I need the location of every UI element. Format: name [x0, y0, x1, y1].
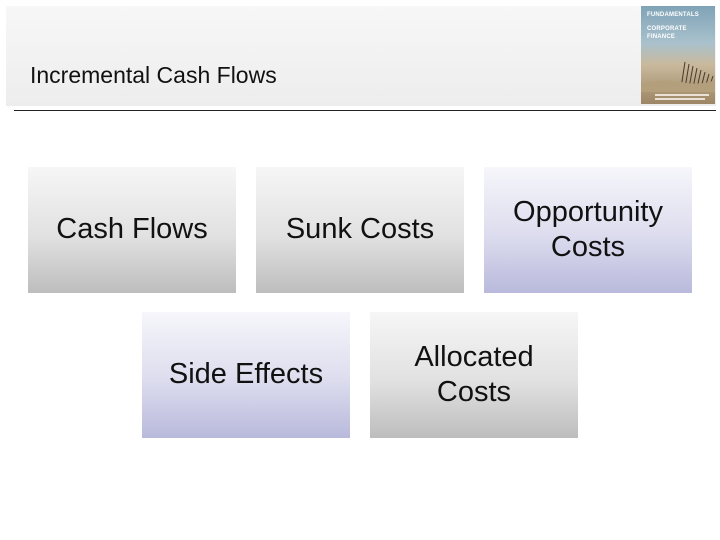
box-cash-flows: Cash Flows [28, 167, 236, 293]
title-divider [14, 110, 716, 111]
title-band [6, 6, 716, 106]
slide-title: Incremental Cash Flows [30, 62, 277, 88]
box-label: Allocated Costs [414, 340, 534, 408]
box-side-effects: Side Effects [142, 312, 350, 438]
box-sunk-costs: Sunk Costs [256, 167, 464, 293]
book-cover-author-line [655, 94, 709, 96]
beach-fence-illustration [641, 61, 715, 92]
book-cover-title-line1: FUNDAMENTALS [647, 12, 699, 18]
box-label: Cash Flows [56, 213, 208, 246]
box-label: Side Effects [168, 358, 324, 391]
box-label: Opportunity Costs [513, 195, 663, 263]
box-allocated-costs: Allocated Costs [370, 312, 578, 438]
book-cover-title-line3: FINANCE [647, 34, 676, 40]
book-cover-image: FUNDAMENTALS CORPORATE FINANCE [641, 6, 715, 104]
box-label: Sunk Costs [285, 213, 435, 246]
book-cover-title-line2: CORPORATE [647, 26, 687, 32]
box-opportunity-costs: Opportunity Costs [484, 167, 692, 293]
book-cover-author-line [655, 98, 705, 100]
